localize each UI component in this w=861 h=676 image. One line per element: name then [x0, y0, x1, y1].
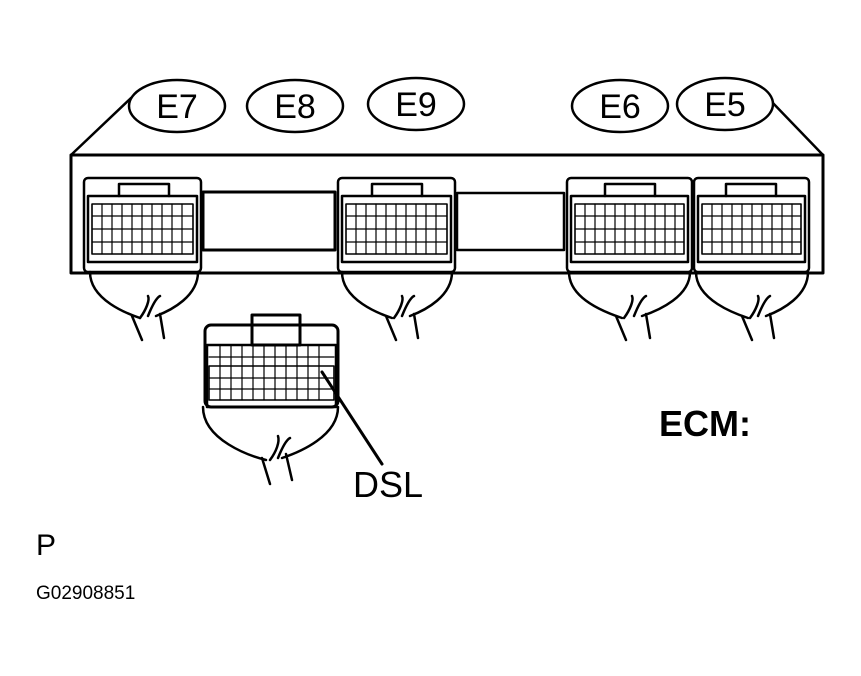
blank-slot-right [455, 191, 566, 252]
label-e5: E5 [675, 76, 775, 132]
connector-e9 [336, 176, 457, 342]
connector-e6 [565, 176, 694, 342]
dsl-pin-label: DSL [353, 464, 423, 505]
ecm-label: ECM: [659, 403, 751, 444]
label-e6: E6 [570, 78, 670, 134]
blank-slot-left [201, 190, 337, 252]
connector-e5 [692, 176, 811, 342]
label-oval [245, 78, 345, 134]
figure-code: G02908851 [36, 583, 135, 604]
label-oval [127, 78, 227, 134]
connector-label-e8: E8 [274, 88, 316, 126]
label-e8: E8 [245, 78, 345, 134]
connector-label-e7: E7 [156, 88, 198, 126]
corner-letter: P [36, 529, 56, 562]
label-e9: E9 [366, 76, 466, 132]
connector-e7 [82, 176, 203, 342]
detached-connector [201, 313, 340, 486]
connector-label-e5: E5 [704, 86, 746, 124]
label-oval [366, 76, 466, 132]
label-e7: E7 [127, 78, 227, 134]
connector-label-e9: E9 [395, 86, 437, 124]
connector-label-e6: E6 [599, 88, 641, 126]
dsl-leader-line [320, 370, 384, 466]
label-oval [570, 78, 670, 134]
label-oval [675, 76, 775, 132]
